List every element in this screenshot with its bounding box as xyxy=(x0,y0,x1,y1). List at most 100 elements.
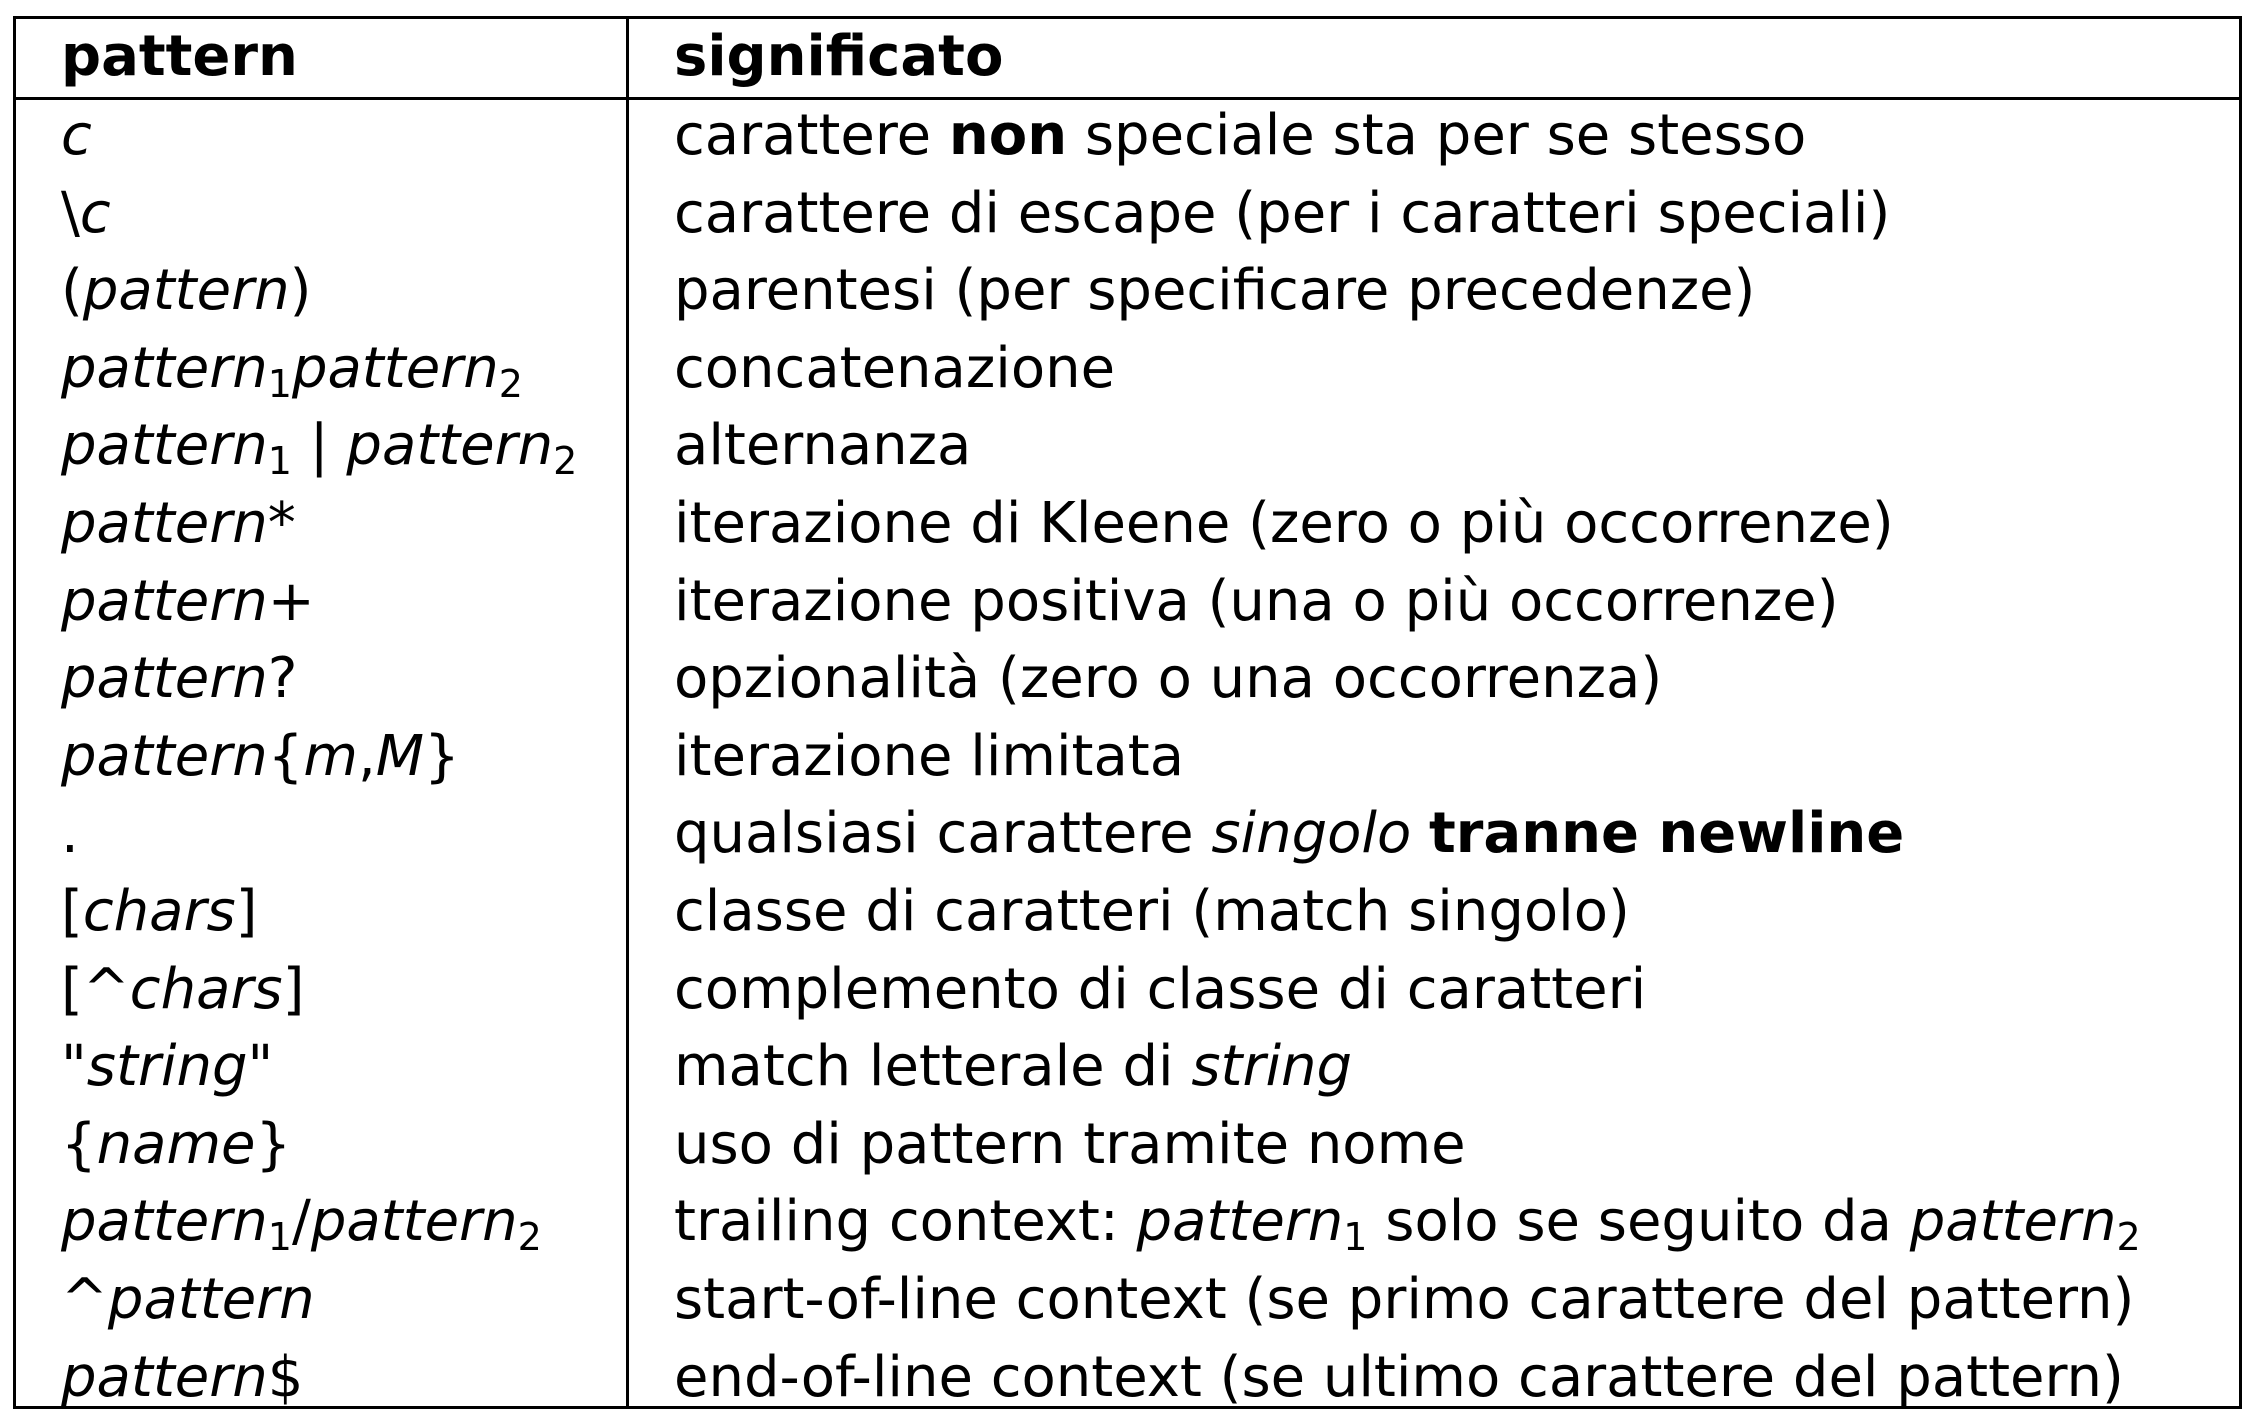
text-run: $ xyxy=(267,1344,304,1410)
pattern-cell: pattern{m,M} xyxy=(61,728,460,785)
meaning-cell: uso di pattern tramite nome xyxy=(674,1116,1466,1173)
text-run: { xyxy=(267,723,304,789)
table-row: pattern* iterazione di Kleene (zero o più… xyxy=(16,488,2239,565)
pattern-cell: (pattern) xyxy=(61,263,311,319)
pattern-cell: pattern$ xyxy=(61,1349,303,1406)
text-run: carattere di escape (per i caratteri spe… xyxy=(674,180,1891,246)
text-run: speciale sta per se stesso xyxy=(1067,103,1807,168)
table-row: c carattere non speciale sta per se stess… xyxy=(16,100,2239,177)
text-run: ? xyxy=(267,646,298,712)
text-run: trailing context: xyxy=(674,1189,1137,1255)
text-run: [ xyxy=(61,879,83,944)
text-run: non xyxy=(948,103,1068,168)
table-row: \c carattere di escape (per i caratteri s… xyxy=(16,178,2239,255)
text-run: / xyxy=(291,1189,311,1255)
meaning-cell: match letterale di string xyxy=(674,1039,1352,1095)
text-run: carattere xyxy=(674,103,949,168)
text-run: ) xyxy=(289,258,312,324)
text-run: pattern xyxy=(346,413,554,479)
text-run: " xyxy=(247,1034,274,1100)
text-run: pattern xyxy=(310,1189,518,1255)
text-run: string xyxy=(86,1034,248,1100)
meaning-cell: start-of-line context (se primo caratter… xyxy=(674,1272,2134,1328)
subscript: 2 xyxy=(517,1215,542,1260)
text-run: pattern xyxy=(1136,1189,1344,1255)
text-run: solo se seguito da xyxy=(1367,1189,1910,1255)
header-significato: significato xyxy=(674,24,1004,89)
meaning-cell: iterazione limitata xyxy=(674,728,1184,785)
text-run: pattern xyxy=(291,335,499,401)
text-run: concatenazione xyxy=(674,335,1116,401)
meaning-cell: iterazione di Kleene (zero o più occorre… xyxy=(674,496,1894,552)
pattern-cell: "string" xyxy=(61,1039,273,1095)
subscript: 2 xyxy=(553,439,578,484)
text-run: classe di caratteri (match singolo) xyxy=(674,879,1630,944)
table-row: pattern1pattern2 concatenazione xyxy=(16,333,2239,410)
meaning-cell: parentesi (per specificare precedenze) xyxy=(674,263,1755,319)
text-run: alternanza xyxy=(674,413,972,479)
pattern-cell: pattern+ xyxy=(61,573,315,630)
table-row: . qualsiasi carattere singolo tranne newl… xyxy=(16,798,2239,875)
table-row: (pattern) parentesi (per specificare prec… xyxy=(16,255,2239,332)
subscript: 2 xyxy=(2116,1215,2141,1260)
table-row: [chars]classe di caratteri (match singol… xyxy=(16,876,2239,953)
text-run: pattern xyxy=(61,1189,268,1255)
pattern-cell: pattern* xyxy=(61,496,296,552)
pattern-cell: pattern1 | pattern2 xyxy=(61,418,577,481)
pattern-cell: {name} xyxy=(61,1116,291,1173)
table-row: pattern{m,M} iterazione limitata xyxy=(16,721,2239,798)
subscript: 1 xyxy=(267,361,292,406)
text-run: } xyxy=(255,1111,292,1177)
text-run: match letterale di xyxy=(674,1034,1192,1100)
pattern-cell: pattern? xyxy=(61,651,297,707)
text-run: } xyxy=(424,723,460,789)
meaning-cell: carattere non speciale sta per se stesso xyxy=(674,108,1806,164)
text-run: pattern xyxy=(61,723,268,789)
text-run: qualsiasi carattere xyxy=(674,801,1212,867)
meaning-cell: carattere di escape (per i caratteri spe… xyxy=(674,185,1890,242)
text-run: m xyxy=(303,723,358,789)
text-run: end-of-line context (se ultimo carattere… xyxy=(674,1344,2124,1410)
text-run: , xyxy=(357,723,376,789)
text-run: c xyxy=(79,180,111,246)
meaning-cell: concatenazione xyxy=(674,340,1115,397)
subscript: 1 xyxy=(267,439,292,484)
text-run: pattern xyxy=(61,568,268,634)
text-run: ^ xyxy=(61,1267,108,1332)
meaning-cell: qualsiasi carattere singolo tranne newli… xyxy=(674,806,1904,862)
text-run: chars xyxy=(82,879,236,944)
text-run: . xyxy=(61,801,79,867)
text-run: ] xyxy=(282,956,305,1022)
table-row: pattern+ iterazione positiva (una o più o… xyxy=(16,566,2239,643)
subscript: 1 xyxy=(1343,1215,1368,1260)
text-run: pattern xyxy=(61,335,268,401)
text-run: { xyxy=(61,1111,97,1177)
text-run: iterazione limitata xyxy=(674,723,1185,789)
pattern-cell: c xyxy=(61,108,92,164)
table-row: "string" match letterale di string xyxy=(16,1031,2239,1108)
text-run: iterazione di Kleene (zero o più occorre… xyxy=(674,491,1894,556)
text-run xyxy=(1411,801,1429,866)
text-run: pattern xyxy=(82,258,290,324)
meaning-cell: classe di caratteri (match singolo) xyxy=(674,884,1630,940)
table-row: [^chars] complemento di classe di caratte… xyxy=(16,954,2239,1031)
text-run: pattern xyxy=(61,1344,268,1410)
text-run: pattern xyxy=(61,646,268,712)
text-run: M xyxy=(375,723,425,789)
text-run: complemento di classe di caratteri xyxy=(674,956,1647,1022)
column-divider xyxy=(626,19,629,1406)
meaning-cell: trailing context: pattern1 solo se segui… xyxy=(674,1194,2141,1257)
text-run: [^ xyxy=(61,956,130,1022)
text-run: iterazione positiva (una o più occorrenz… xyxy=(674,568,1839,634)
text-run: chars xyxy=(129,956,283,1022)
pattern-cell: pattern1pattern2 xyxy=(61,340,523,403)
text-run: uso di pattern tramite nome xyxy=(674,1111,1466,1177)
text-run: start-of-line context (se primo caratter… xyxy=(674,1267,2135,1332)
pattern-cell: \c xyxy=(61,185,111,242)
meaning-cell: alternanza xyxy=(674,418,971,474)
pattern-cell: pattern1/pattern2 xyxy=(61,1194,542,1257)
meaning-cell: complemento di classe di caratteri xyxy=(674,961,1646,1018)
text-run: tranne newline xyxy=(1429,801,1905,867)
text-run: opzionalità (zero o una occorrenza) xyxy=(674,646,1663,712)
pattern-table: pattern significato c carattere non speci… xyxy=(13,16,2242,1409)
